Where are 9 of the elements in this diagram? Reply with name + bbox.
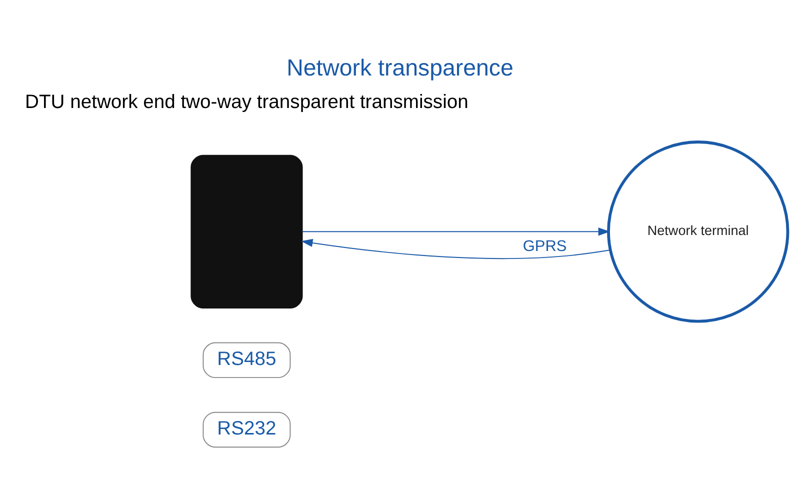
edge-label: GPRS [522,238,567,255]
arrow [302,228,610,236]
diagram-title: Network transparence [286,54,514,80]
caption: DTU network end two-way transparent transmission [25,92,468,113]
node-circle: Network terminal [607,140,790,323]
node-box: RS485 [202,342,291,378]
node-box [190,154,303,308]
arrow [301,238,611,260]
node-box: RS232 [202,412,291,448]
